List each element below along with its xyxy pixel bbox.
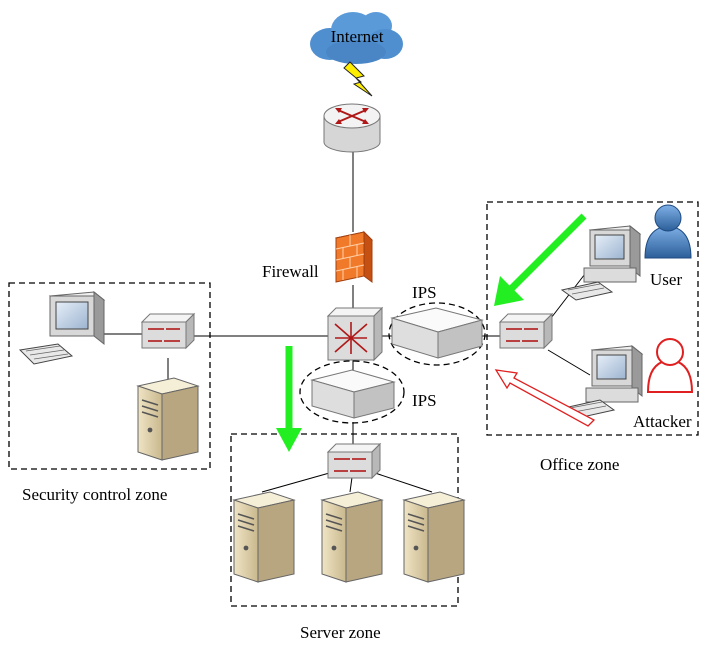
ips-top-highlight — [388, 302, 486, 366]
firewall-label: Firewall — [262, 262, 319, 281]
attacker-label: Attacker — [633, 412, 692, 431]
office-switch-icon — [498, 312, 554, 350]
server-2-icon — [320, 491, 384, 583]
server-zone-label: Server zone — [300, 623, 381, 642]
core-switch-icon — [326, 306, 384, 362]
wire-office-switch-attacker — [547, 349, 591, 376]
wire-office-switch-user — [547, 269, 589, 323]
server-3-icon — [402, 491, 466, 583]
attacker-computer-icon — [562, 344, 644, 419]
user-label: User — [650, 270, 682, 289]
ips-top-device-icon — [390, 307, 484, 359]
internet-label: Internet — [331, 27, 384, 46]
internet-cloud-icon — [310, 12, 403, 64]
security-control-zone-box — [8, 282, 211, 470]
server-1-icon — [232, 491, 296, 583]
wire-server-switch-server1 — [261, 469, 341, 493]
user-person-icon — [644, 204, 692, 259]
office-zone-box — [486, 201, 699, 436]
security-computer-icon — [18, 290, 106, 365]
ips-bottom-device-icon — [310, 369, 396, 419]
legit-traffic-arrow-server — [276, 346, 302, 452]
legit-traffic-arrow-office — [494, 213, 587, 306]
security-zone-label: Security control zone — [22, 485, 167, 504]
office-zone-label: Office zone — [540, 455, 619, 474]
attacker-person-icon — [646, 338, 694, 393]
router-icon — [323, 103, 381, 153]
security-switch-icon — [140, 312, 196, 350]
ips-bottom-highlight — [299, 360, 405, 424]
security-server-icon — [136, 377, 200, 461]
server-switch-icon — [326, 442, 382, 480]
user-computer-icon — [560, 224, 642, 301]
firewall-icon — [334, 230, 374, 283]
ips-bottom-label: IPS — [412, 391, 437, 410]
attack-traffic-arrow — [494, 369, 596, 427]
lightning-icon — [343, 61, 373, 97]
ips-top-label: IPS — [412, 283, 437, 302]
